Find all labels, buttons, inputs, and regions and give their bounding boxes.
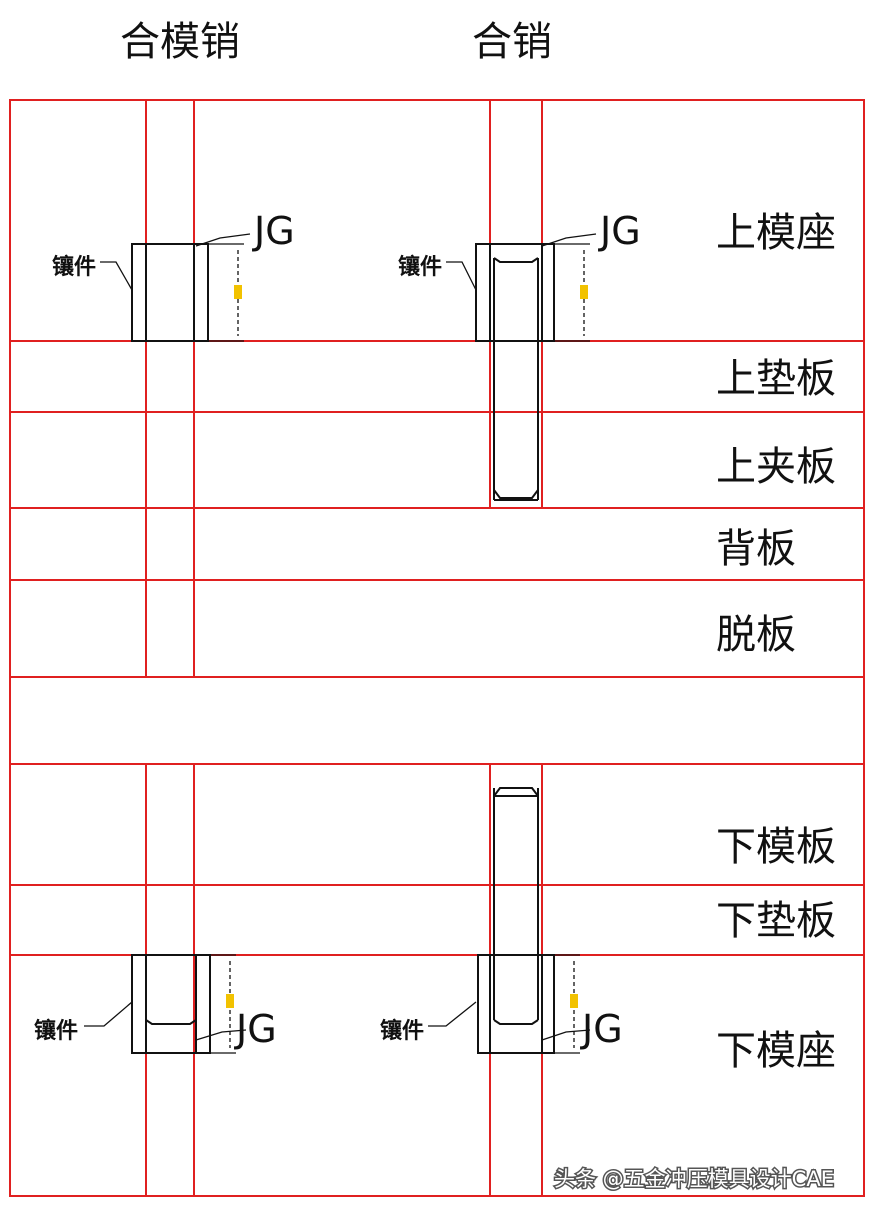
insert-upper-right (475, 233, 597, 342)
insert-lower-left (131, 954, 247, 1054)
label-upper-clamp-plate: 上夹板 (716, 444, 836, 490)
dimension-marker (234, 285, 242, 299)
jg-label-upper-right: JG (598, 209, 641, 253)
pin-lower-right (493, 787, 539, 1020)
insert-leader-upper-left (100, 261, 133, 291)
insert-leader-lower-left (84, 1001, 133, 1027)
label-lower-backing-plate: 下垫板 (716, 898, 836, 944)
title-pin: 合销 (472, 19, 552, 65)
label-upper-die-seat: 上模座 (716, 210, 836, 256)
insert-lower-right (477, 954, 591, 1054)
jg-label-lower-right: JG (580, 1007, 623, 1051)
label-stripper-plate: 脱板 (716, 612, 796, 658)
dimension-marker (580, 285, 588, 299)
dimension-marker (226, 994, 234, 1008)
insert-leader-lower-right (428, 1001, 477, 1027)
insert-leader-upper-right (446, 261, 477, 291)
insert-label-lower-left: 镶件 (34, 1018, 78, 1044)
label-lower-die-plate: 下模板 (716, 824, 836, 870)
dimension-marker (570, 994, 578, 1008)
insert-label-lower-right: 镶件 (380, 1018, 424, 1044)
label-lower-die-seat: 下模座 (716, 1028, 836, 1074)
pin-upper-right (493, 257, 539, 501)
jg-label-upper-left: JG (252, 209, 295, 253)
label-upper-backing-plate: 上垫板 (716, 356, 836, 402)
insert-label-upper-left: 镶件 (52, 254, 96, 280)
watermark: 头条 @五金冲压模具设计CAE (554, 1167, 834, 1191)
title-die-closing-pin: 合模销 (120, 19, 240, 65)
label-back-plate: 背板 (716, 526, 796, 572)
insert-label-upper-right: 镶件 (398, 254, 442, 280)
jg-label-lower-left: JG (234, 1007, 277, 1051)
insert-upper-left (131, 233, 251, 342)
